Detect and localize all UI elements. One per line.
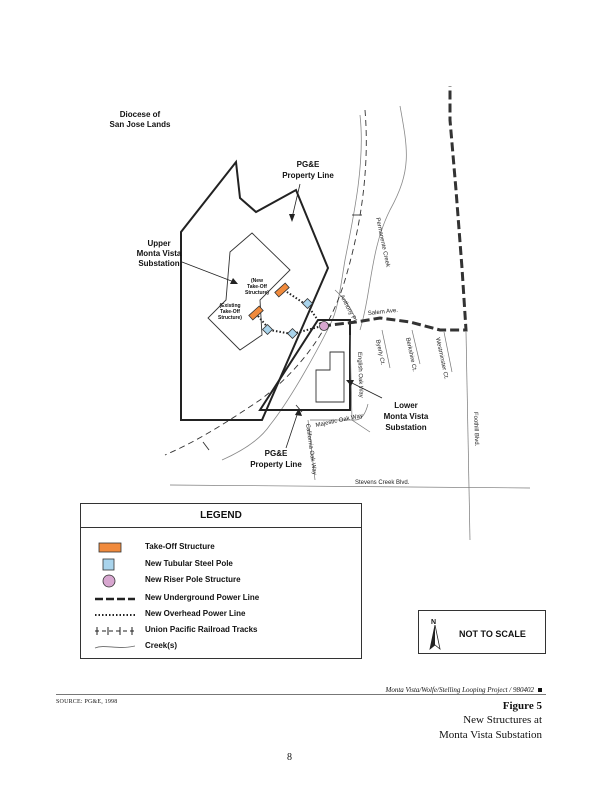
figure-caption-line-2: Monta Vista Substation — [438, 729, 542, 741]
upper-substation-outline — [207, 232, 291, 351]
creek-line-3 — [221, 324, 331, 461]
street-anthony-pl — [334, 289, 356, 319]
source-note: SOURCE: PG&E, 1998 — [56, 699, 118, 705]
street-majestic-oak-way — [310, 403, 369, 421]
legend-item-tubular: New Tubular Steel Pole — [87, 558, 357, 572]
figure-caption-line-1: New Structures at — [463, 714, 542, 726]
upper-arrowhead — [230, 278, 238, 284]
lower-substation-building — [315, 351, 345, 403]
legend-label: Union Pacific Railroad Tracks — [145, 625, 258, 634]
label-foothill-blvd: Foothill Blvd. — [472, 412, 479, 447]
tubular-pole-1 — [301, 297, 314, 310]
north-label: N — [431, 619, 437, 626]
legend-item-underground: New Underground Power Line — [87, 592, 357, 606]
street-foothill-blvd — [465, 331, 471, 541]
legend-item-railroad: Union Pacific Railroad Tracks — [87, 624, 357, 638]
footer-rule — [56, 694, 546, 695]
street-westminster-ct — [443, 331, 453, 373]
legend-title: LEGEND — [81, 504, 361, 528]
page-number: 8 — [287, 752, 292, 763]
figure-number: Figure 5 — [502, 700, 542, 712]
legend-label: Creek(s) — [145, 641, 178, 650]
label-permanente-creek: Permanente Creek — [374, 217, 391, 268]
railroad-ticks — [202, 214, 362, 451]
north-arrow-icon — [429, 625, 441, 651]
legend-item-overhead: New Overhead Power Line — [87, 608, 357, 622]
underground-power-line — [321, 86, 468, 332]
project-title-text: Monta Vista/Wolfe/Stelling Looping Proje… — [385, 686, 534, 694]
label-california-oak-way: California Oak Way — [304, 423, 317, 475]
upper-property-boundary — [180, 159, 330, 421]
pge-bottom-arrowhead — [295, 408, 302, 416]
legend-item-creek: Creek(s) — [87, 640, 357, 654]
label-byerly-ct: Byerly Ct. — [374, 339, 385, 366]
legend-item-riser: New Riser Pole Structure — [87, 574, 357, 588]
creek-line-2 — [329, 114, 362, 326]
legend-label: New Tubular Steel Pole — [145, 559, 233, 568]
overhead-line-icon — [95, 614, 135, 616]
not-to-scale-label: NOT TO SCALE — [459, 629, 526, 639]
existing-takeoff-structure — [248, 305, 264, 321]
upper-substation-leader — [181, 261, 235, 283]
legend: LEGEND Take-Off Structure New Tubular St… — [80, 503, 362, 659]
riser-pole-icon — [102, 574, 116, 588]
label-majestic-oak-way: Majestic Oak Way — [315, 413, 363, 429]
legend-label: New Underground Power Line — [145, 593, 260, 602]
legend-label: New Overhead Power Line — [145, 609, 246, 618]
project-title: Monta Vista/Wolfe/Stelling Looping Proje… — [386, 686, 542, 694]
railroad-icon — [95, 627, 135, 635]
takeoff-structure-icon — [98, 542, 122, 553]
legend-label: New Riser Pole Structure — [145, 575, 241, 584]
square-bullet-icon — [538, 688, 542, 693]
lower-substation-leader — [349, 381, 383, 399]
label-english-oak-way: English Oak Way — [356, 352, 364, 398]
street-byerly-ct — [381, 329, 391, 369]
pge-top-leader — [291, 183, 301, 219]
legend-label: Take-Off Structure — [145, 542, 215, 551]
pge-top-arrowhead — [289, 214, 295, 222]
scale-box: N NOT TO SCALE — [418, 610, 546, 654]
new-takeoff-structure — [274, 282, 290, 298]
label-salem-ave: Salem Ave. — [368, 308, 399, 317]
street-berkshire-ct — [411, 329, 421, 365]
legend-item-takeoff: Take-Off Structure — [87, 541, 357, 555]
street-stevens-creek-blvd — [169, 484, 531, 489]
tubular-pole-2 — [261, 323, 274, 336]
lower-arrowhead — [346, 380, 354, 386]
pge-bottom-leader — [285, 411, 299, 449]
creek-icon — [94, 645, 135, 649]
street-california-oak-way — [307, 419, 316, 481]
railroad-tracks — [164, 109, 367, 456]
overhead-power-line-2 — [257, 315, 323, 336]
riser-pole-structure — [319, 321, 329, 331]
tubular-pole-icon — [102, 558, 115, 571]
lower-property-boundary — [258, 319, 351, 411]
creek-line-1 — [359, 105, 407, 331]
tubular-pole-3 — [286, 327, 299, 340]
label-stevens-creek-blvd: Stevens Creek Blvd. — [355, 480, 410, 486]
underground-line-icon — [95, 597, 135, 601]
